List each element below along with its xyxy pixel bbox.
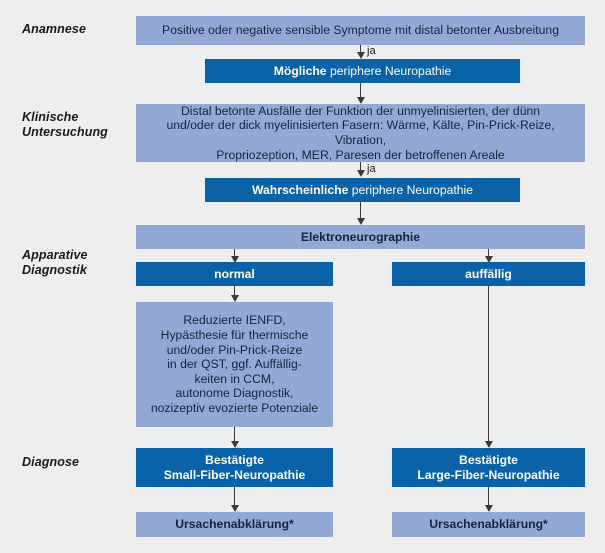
edge-label-ja-2: ja (367, 163, 376, 175)
node-moegliche-neuropathie: Mögliche periphere Neuropathie (205, 59, 520, 83)
arrowhead-icon (230, 441, 239, 448)
connector-symptome-to-moegliche (360, 45, 361, 56)
stage-label-apparative-diagnostik: Apparative Diagnostik (22, 248, 88, 277)
connector-klinische-to-wahrscheinliche (360, 162, 361, 174)
arrowhead-icon (356, 52, 365, 59)
node-diagnose-small-fiber-text: Bestätigte Small-Fiber-Neuropathie (163, 452, 306, 482)
node-diagnose-large-fiber-text: Bestätigte Large-Fiber-Neuropathie (417, 452, 560, 482)
connector-eng-to-normal (234, 249, 235, 260)
connector-large-to-ursachenabklaerung (488, 487, 489, 509)
node-elektroneurographie-text: Elektroneurographie (300, 229, 421, 244)
connector-auffaellig-to-diagnose (488, 286, 489, 445)
node-wahrscheinliche-neuropathie: Wahrscheinliche periphere Neuropathie (205, 178, 520, 202)
node-ursachenabklaerung-left: Ursachenabklärung* (136, 512, 333, 537)
node-klinische-ausfaelle-text: Distal betonte Ausfälle der Funktion der… (166, 103, 555, 162)
node-eng-normal: normal (136, 262, 333, 286)
stage-label-diagnose: Diagnose (22, 455, 80, 469)
node-diagnose-small-fiber: Bestätigte Small-Fiber-Neuropathie (136, 448, 333, 487)
connector-befunde-to-diagnose (234, 427, 235, 445)
arrowhead-icon (356, 218, 365, 225)
node-elektroneurographie: Elektroneurographie (136, 225, 585, 249)
arrowhead-icon (484, 505, 493, 512)
arrowhead-icon (230, 295, 239, 302)
node-ursachenabklaerung-left-text: Ursachenabklärung* (175, 517, 294, 532)
stage-label-klinische-untersuchung: Klinische Untersuchung (22, 110, 108, 139)
node-eng-normal-text: normal (214, 266, 255, 281)
node-small-fiber-befunde-text: Reduzierte IENFD, Hypästhesie für thermi… (150, 313, 319, 415)
node-wahrscheinliche-neuropathie-emphasis: Wahrscheinliche (251, 182, 349, 197)
connector-wahrscheinliche-to-eng (360, 202, 361, 220)
node-ursachenabklaerung-right-text: Ursachenabklärung* (429, 517, 548, 532)
edge-label-ja-1: ja (367, 45, 376, 57)
stage-label-anamnese: Anamnese (22, 22, 87, 36)
node-ursachenabklaerung-right: Ursachenabklärung* (392, 512, 585, 537)
node-eng-auffaellig-text: auffällig (465, 266, 512, 281)
connector-moegliche-to-klinische (360, 83, 361, 98)
node-symptome-text: Positive oder negative sensible Symptome… (162, 23, 559, 38)
arrowhead-icon (230, 256, 239, 263)
arrowhead-icon (230, 505, 239, 512)
node-diagnose-large-fiber: Bestätigte Large-Fiber-Neuropathie (392, 448, 585, 487)
node-eng-auffaellig: auffällig (392, 262, 585, 286)
arrowhead-icon (356, 97, 365, 104)
arrowhead-icon (484, 441, 493, 448)
node-symptome: Positive oder negative sensible Symptome… (136, 16, 585, 45)
node-klinische-ausfaelle: Distal betonte Ausfälle der Funktion der… (136, 104, 585, 162)
arrowhead-icon (356, 170, 365, 177)
connector-normal-to-befunde (234, 286, 235, 298)
connector-small-to-ursachenabklaerung (234, 487, 235, 509)
node-moegliche-neuropathie-rest: periphere Neuropathie (326, 63, 452, 78)
node-small-fiber-befunde: Reduzierte IENFD, Hypästhesie für thermi… (136, 302, 333, 427)
node-wahrscheinliche-neuropathie-rest: periphere Neuropathie (348, 182, 474, 197)
node-moegliche-neuropathie-emphasis: Mögliche (273, 63, 327, 78)
arrowhead-icon (484, 256, 493, 263)
connector-eng-to-auffaellig (488, 249, 489, 260)
